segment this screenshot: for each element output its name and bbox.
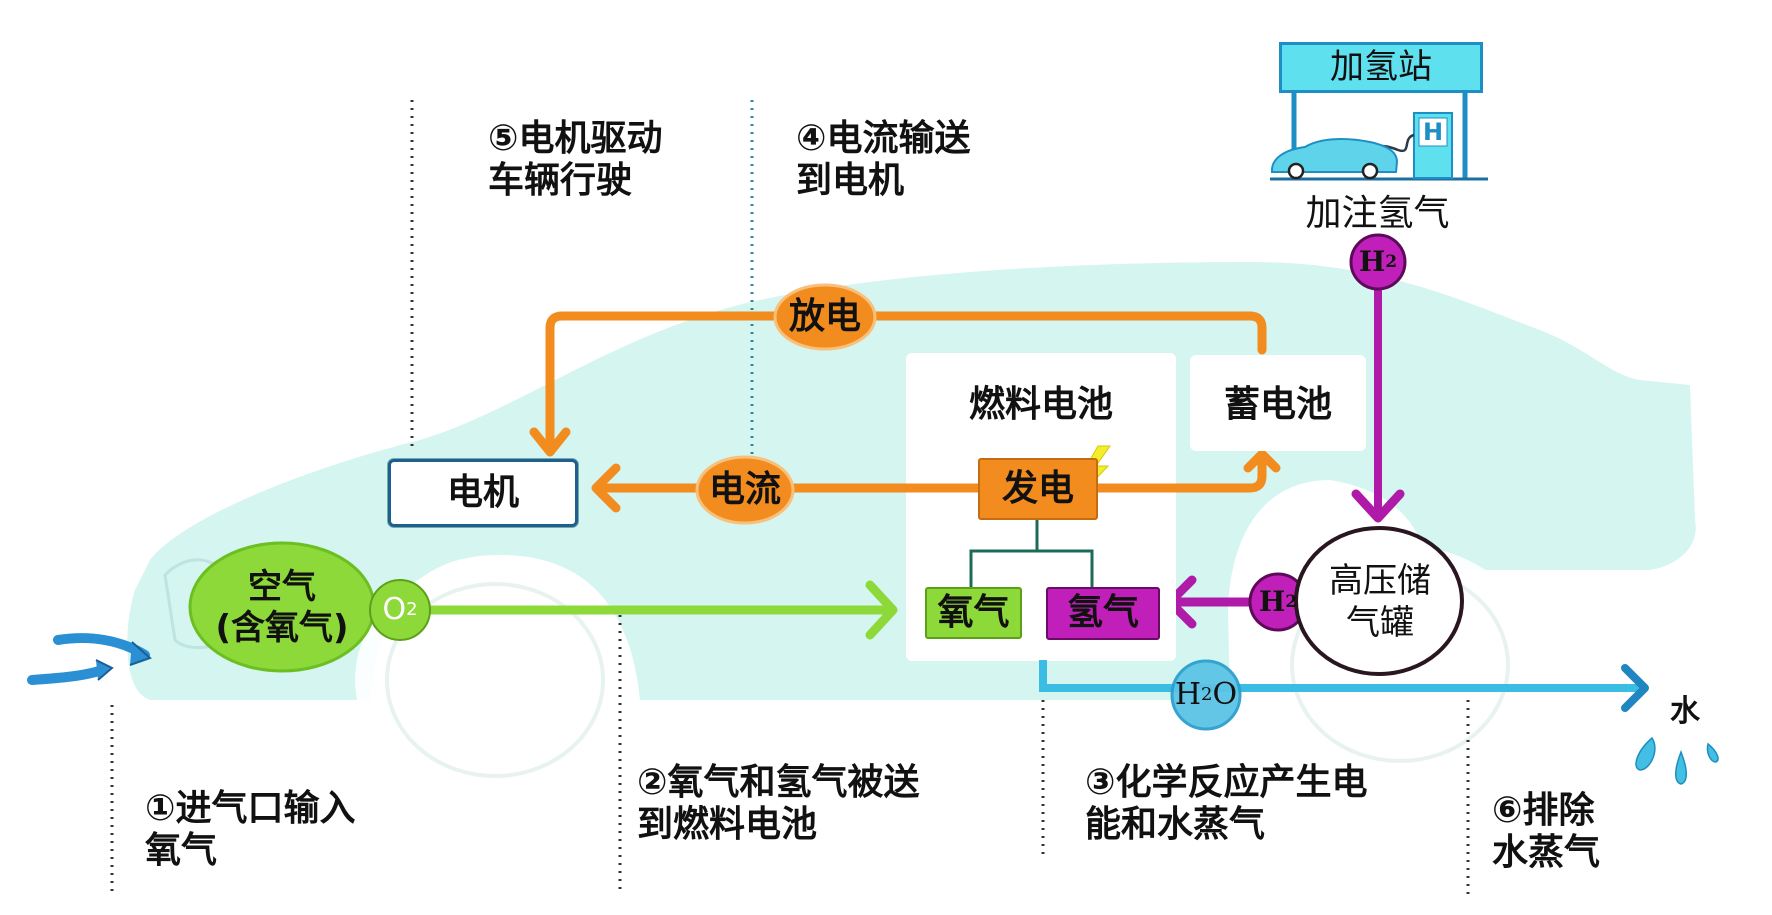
- pump-letter: H: [1422, 117, 1444, 146]
- air-label-line2: (含氧气): [215, 608, 349, 648]
- step-5-line2: 车辆行驶: [488, 160, 633, 202]
- step-6-line2: 水蒸气: [1492, 832, 1601, 874]
- discharge-bubble: [773, 283, 877, 351]
- hydrogen-symbol: H: [1358, 245, 1386, 279]
- tank-label-line2: 气罐: [1346, 603, 1414, 643]
- hydrogen-station-icon: [1270, 92, 1488, 181]
- step-1-caption: ①进气口输入 氧气: [145, 788, 355, 873]
- battery-panel: [1190, 355, 1366, 451]
- generator-label: 发电: [1001, 467, 1074, 509]
- hydrogen-subscript: 2: [1285, 591, 1298, 612]
- fuel-cell-title: 燃料电池: [968, 383, 1113, 425]
- discharge-flow-line: [545, 311, 1267, 453]
- water-molecule-icon: [1170, 659, 1242, 731]
- discharge-arrowhead: [529, 427, 571, 457]
- air-label-line1: 空气: [248, 567, 316, 608]
- step-3-caption: ③化学反应产生电 能和水蒸气: [1085, 762, 1367, 847]
- oxygen-symbol: O: [382, 592, 407, 628]
- current-arrowhead: [591, 463, 621, 513]
- front-wheel-rim: [385, 582, 605, 778]
- water-h-symbol: H: [1174, 677, 1202, 713]
- step-2-line2: 到燃料电池: [637, 804, 818, 846]
- hydrogen-tank: [1294, 526, 1464, 676]
- oxygen-arrowhead: [865, 580, 898, 640]
- step-3-line2: 能和水蒸气: [1085, 804, 1266, 846]
- step-6-line1: ⑥排除: [1492, 790, 1595, 831]
- step-5-caption: ⑤电机驱动 车辆行驶: [488, 118, 662, 203]
- water-drop-icon: [1675, 749, 1687, 785]
- oxygen-label: 氧气: [937, 591, 1010, 633]
- step-4-caption: ④电流输送 到电机: [796, 118, 970, 203]
- intake-arrow-icon: [27, 665, 107, 685]
- current-bubble: [695, 455, 795, 525]
- water-o-symbol: O: [1212, 677, 1238, 713]
- water-subscript: 2: [1201, 684, 1213, 706]
- hydrogen-supply-arrowhead: [1351, 489, 1405, 523]
- tank-label-line1: 高压储: [1329, 560, 1431, 601]
- water-drop-icon: [1706, 742, 1719, 763]
- station-sign-label: 加氢站: [1330, 47, 1432, 88]
- air-label: 空气 (含氧气): [190, 560, 374, 656]
- hydrogen-box: 氢气: [1046, 587, 1160, 640]
- water-arrowhead: [1621, 664, 1649, 712]
- oxygen-box: 氧气: [925, 587, 1022, 639]
- charge-flow-line: [1092, 453, 1267, 493]
- step-4-line1: ④电流输送: [796, 118, 971, 159]
- generator-box: 发电: [978, 458, 1098, 520]
- oxygen-molecule-icon: [369, 579, 431, 641]
- step-5-line1: ⑤电机驱动: [488, 118, 663, 159]
- station-sign: 加氢站: [1279, 42, 1483, 93]
- intake-arrow-head: [95, 659, 114, 681]
- hydrogen-symbol: H: [1258, 585, 1286, 619]
- step-1-line1: ①进气口输入: [145, 788, 356, 829]
- water-drop-icon: [1635, 736, 1656, 771]
- hydrogen-subscript: 2: [1385, 251, 1398, 272]
- oxygen-subscript: 2: [406, 599, 418, 621]
- step-6-caption: ⑥排除 水蒸气: [1492, 790, 1600, 875]
- water-label: 水: [1670, 694, 1700, 730]
- hydrogen-label: 氢气: [1066, 592, 1139, 634]
- intake-arrow-head: [129, 641, 152, 666]
- discharge-label: 放电: [788, 295, 861, 337]
- station-car: [1271, 138, 1399, 173]
- step-1-line2: 氧气: [145, 830, 218, 872]
- current-label: 电流: [708, 468, 781, 510]
- tank-label: 高压储 气罐: [1300, 556, 1460, 648]
- motor-label: 电机: [446, 471, 519, 513]
- separator-lines: [110, 100, 1470, 895]
- battery-title: 蓄电池: [1223, 383, 1332, 425]
- step-3-line1: ③化学反应产生电: [1085, 762, 1368, 803]
- charge-arrowhead: [1243, 449, 1281, 473]
- step-2-line1: ②氧气和氢气被送: [637, 762, 920, 803]
- hydrogen-molecule-icon: [1349, 233, 1407, 291]
- motor-box: 电机: [388, 459, 578, 527]
- step-2-caption: ②氧气和氢气被送 到燃料电池: [637, 762, 919, 847]
- station-caption: 加注氢气: [1305, 192, 1450, 234]
- step-4-line2: 到电机: [796, 160, 905, 202]
